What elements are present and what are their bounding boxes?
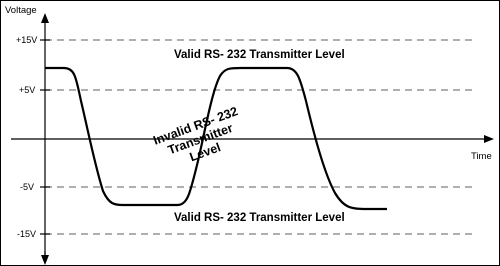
level-label-minus5: -5V [20,182,34,192]
level-label-plus15: +15V [16,35,37,45]
valid-level-label-bottom: Valid RS- 232 Transmitter Level [174,212,345,224]
level-label-minus15: -15V [17,229,36,239]
y-axis-label: Voltage [5,5,37,16]
valid-level-label-top: Valid RS- 232 Transmitter Level [174,49,345,61]
x-axis-label: Time [471,151,492,162]
level-label-plus5: +5V [19,85,35,95]
waveform-curve [45,66,387,211]
